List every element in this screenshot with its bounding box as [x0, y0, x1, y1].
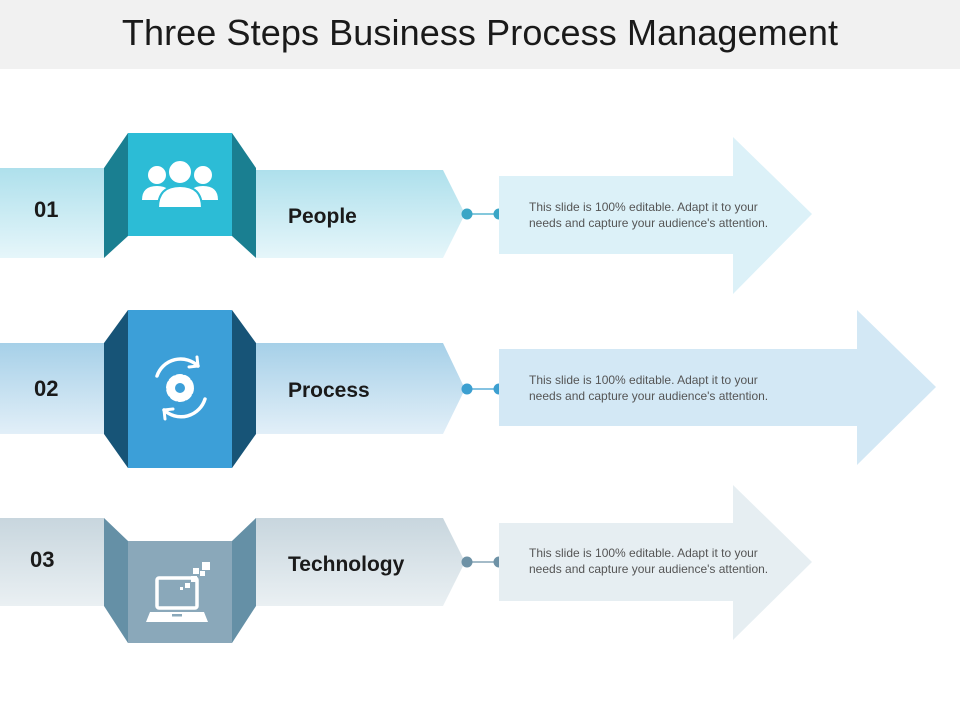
title-bar [0, 0, 960, 69]
step-01-description-line2: needs and capture your audience's attent… [529, 216, 768, 230]
step-02: 02 Process This slide is 100% editable. … [0, 310, 936, 468]
step-02-number: 02 [34, 376, 58, 401]
step-01-band [0, 168, 104, 258]
step-01-label-band [256, 170, 465, 258]
step-01-box-fold-left [104, 133, 128, 258]
gear-cycle-icon [155, 355, 207, 421]
step-01: 01 People This slide is 100% editable. A… [0, 133, 812, 294]
step-01-connector [461, 208, 505, 220]
step-03-box-fold-left [104, 518, 128, 643]
step-03-number: 03 [30, 547, 54, 572]
step-03: 03 Technology This slide is 100% editabl… [0, 485, 812, 643]
step-03-icon-box [128, 541, 232, 643]
step-02-connector [461, 383, 505, 395]
step-02-arrow [499, 310, 936, 465]
step-02-description-line1: This slide is 100% editable. Adapt it to… [529, 373, 758, 387]
step-03-label: Technology [288, 553, 405, 576]
step-02-box-fold-right [232, 310, 256, 468]
step-02-description-line2: needs and capture your audience's attent… [529, 389, 768, 403]
step-03-band [0, 518, 104, 606]
laptop-data-icon [146, 562, 210, 622]
step-03-arrow [499, 485, 812, 640]
step-01-number: 01 [34, 197, 58, 222]
step-02-band [0, 343, 104, 434]
step-01-arrow [499, 137, 812, 294]
page-title: Three Steps Business Process Management [121, 12, 839, 53]
step-01-box-fold-right [232, 133, 256, 258]
step-02-label: Process [288, 379, 370, 402]
step-03-description-line2: needs and capture your audience's attent… [529, 562, 768, 576]
step-03-box-fold-right [232, 518, 256, 643]
step-02-label-band [256, 343, 465, 434]
step-01-label: People [288, 205, 357, 228]
step-03-label-band [256, 518, 465, 606]
step-03-connector [461, 556, 505, 568]
step-03-description-line1: This slide is 100% editable. Adapt it to… [529, 546, 758, 560]
step-01-description-line1: This slide is 100% editable. Adapt it to… [529, 200, 758, 214]
step-02-box-fold-left [104, 310, 128, 468]
people-group-icon [142, 159, 218, 209]
